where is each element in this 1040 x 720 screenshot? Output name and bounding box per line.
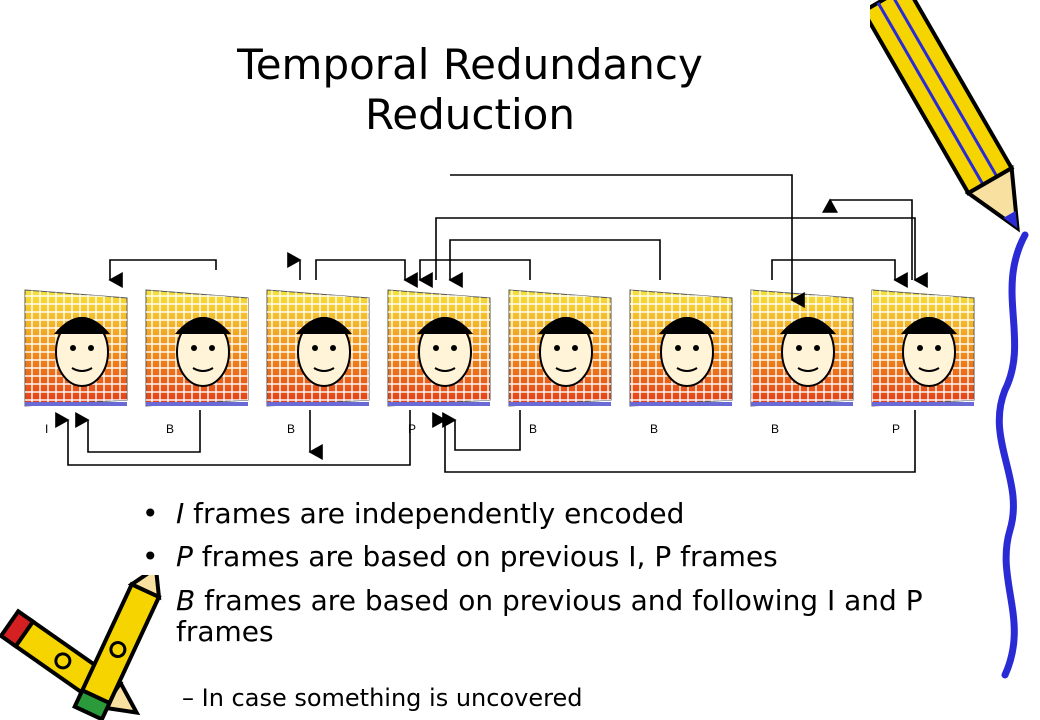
squiggle-icon: [995, 231, 1029, 679]
reference-arrow: [55, 410, 411, 466]
sub-bullet: – In case something is uncovered: [182, 684, 583, 712]
reference-arrow: [448, 239, 661, 288]
video-frame: [871, 289, 975, 407]
pencil-icon: [870, 0, 1020, 233]
bullet-item: • I frames are independently encoded: [140, 497, 1020, 530]
video-frame: [145, 289, 249, 407]
frame-type-label: P: [892, 422, 900, 436]
video-frame: [750, 289, 854, 407]
reference-arrow: [108, 259, 217, 288]
bullet-list: • I frames are independently encoded • P…: [140, 498, 1020, 659]
bullet-dot: •: [142, 540, 159, 574]
video-frame: [266, 289, 370, 407]
slide-title: Temporal Redundancy Reduction: [150, 40, 790, 141]
reference-arrow: [442, 410, 521, 451]
video-frame: [387, 289, 491, 407]
frame-type-label: B: [650, 422, 658, 436]
bullet-dot: •: [142, 497, 159, 530]
bullet-item: • B frames are based on previous and fol…: [140, 583, 1020, 649]
reference-arrow: [771, 259, 908, 288]
bullet-lead: B: [176, 583, 196, 617]
bullet-text: frames are based on previous and followi…: [176, 583, 923, 649]
bullet-lead: I: [176, 497, 185, 530]
title-line-1: Temporal Redundancy: [237, 40, 703, 89]
reference-arrow: [315, 259, 418, 288]
video-frame: [24, 289, 128, 407]
frame-type-label: B: [166, 422, 174, 436]
bullet-lead: P: [176, 540, 193, 574]
frame-type-label: B: [771, 422, 779, 436]
frame-type-label: P: [408, 422, 416, 436]
bullet-item: • P frames are based on previous I, P fr…: [140, 540, 1020, 574]
frame-type-label: B: [287, 422, 295, 436]
reference-arrow: [418, 259, 531, 288]
frame-type-label: I: [45, 422, 48, 436]
reference-arrow: [435, 217, 928, 288]
pencil-icon: [0, 575, 162, 720]
reference-arrow: [450, 174, 805, 308]
reference-arrow: [432, 410, 916, 473]
title-line-2: Reduction: [365, 90, 575, 140]
video-frame: [629, 289, 733, 407]
reference-arrow: [75, 410, 201, 453]
bullet-text: frames are based on previous I, P frames: [192, 540, 778, 574]
frame-type-label: B: [529, 422, 537, 436]
video-frame: [508, 289, 612, 407]
reference-arrow: [822, 198, 913, 280]
bullet-text: frames are independently encoded: [184, 497, 685, 530]
